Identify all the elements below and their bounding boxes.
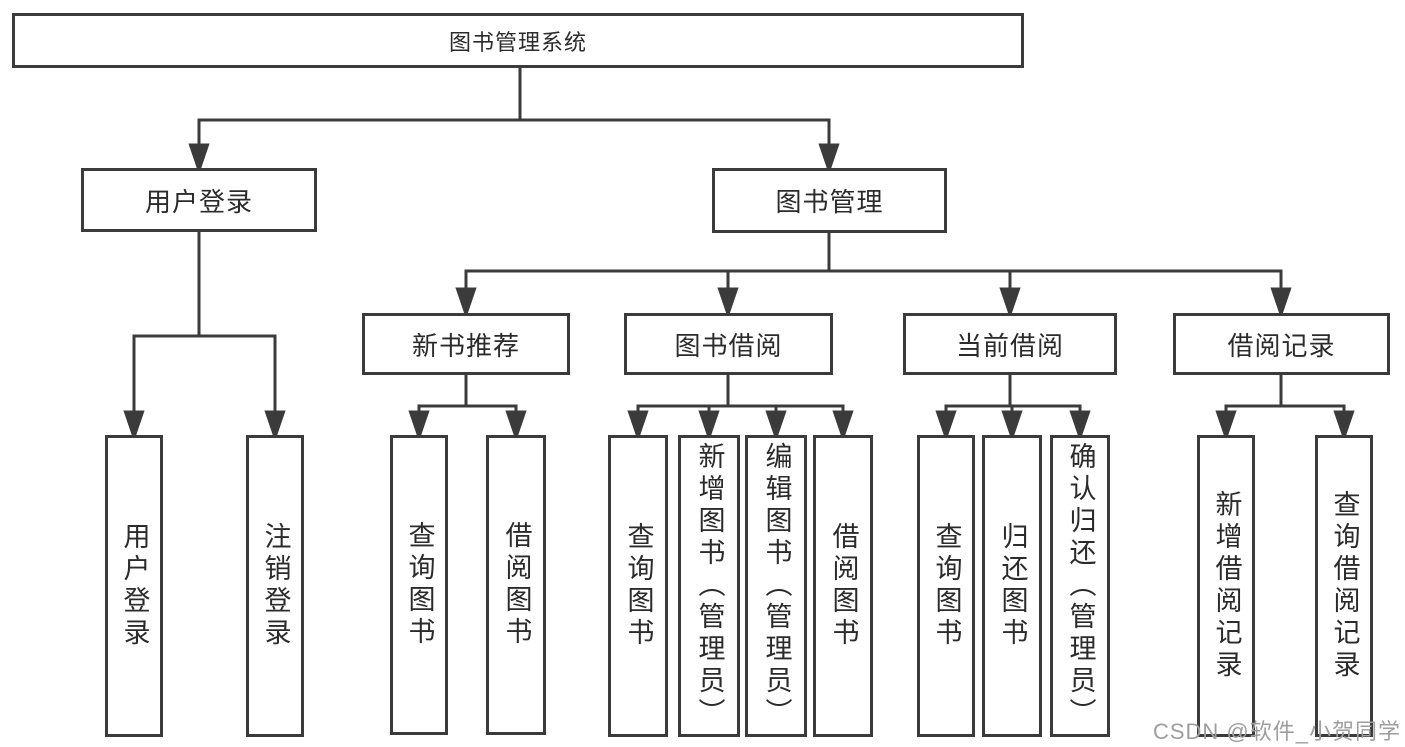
leaf-add-borrow-record: 新增借阅记录 bbox=[1197, 435, 1255, 737]
arrowhead-icon bbox=[455, 287, 477, 319]
arrowhead-icon bbox=[123, 410, 145, 442]
arrowhead-icon bbox=[505, 410, 527, 442]
arrowhead-icon bbox=[832, 410, 854, 442]
leaf-query-books-2: 查询图书 bbox=[608, 435, 668, 737]
node-library-management-system: 图书管理系统 bbox=[12, 13, 1024, 68]
arrowhead-icon bbox=[765, 410, 787, 442]
arrowhead-icon bbox=[999, 287, 1021, 319]
arrowhead-icon bbox=[188, 143, 210, 175]
node-book-borrowing: 图书借阅 bbox=[624, 313, 833, 375]
arrowhead-icon bbox=[698, 410, 720, 442]
connector-new-book-to-leaves bbox=[408, 373, 527, 442]
arrowhead-icon bbox=[408, 410, 430, 442]
connector-book-borrow-to-leaves bbox=[627, 373, 854, 442]
leaf-edit-books-admin: 编辑图书（管理员） bbox=[745, 435, 807, 737]
node-book-management: 图书管理 bbox=[712, 168, 947, 233]
node-borrowing-records: 借阅记录 bbox=[1173, 313, 1390, 375]
arrowhead-icon bbox=[935, 410, 957, 442]
arrowhead-icon bbox=[627, 410, 649, 442]
leaf-confirm-return-admin: 确认归还（管理员） bbox=[1050, 435, 1110, 737]
arrowhead-icon bbox=[1270, 287, 1292, 319]
leaf-user-login: 用户登录 bbox=[105, 435, 163, 737]
arrowhead-icon bbox=[1001, 410, 1023, 442]
arrowhead-icon bbox=[818, 143, 840, 175]
node-user-login: 用户登录 bbox=[81, 168, 317, 232]
leaf-add-books-admin: 新增图书（管理员） bbox=[678, 435, 740, 737]
arrowhead-icon bbox=[1215, 410, 1237, 442]
connector-book-mgmt-to-level3 bbox=[455, 231, 1292, 319]
leaf-borrow-books-2: 借阅图书 bbox=[813, 435, 873, 737]
leaf-query-books-3: 查询图书 bbox=[917, 435, 975, 737]
node-new-book-recommend: 新书推荐 bbox=[362, 313, 570, 375]
connector-user-login-to-leaves bbox=[123, 230, 286, 442]
leaf-borrow-books-1: 借阅图书 bbox=[486, 435, 546, 735]
leaf-logout: 注销登录 bbox=[246, 435, 304, 737]
leaf-query-books-1: 查询图书 bbox=[390, 435, 448, 735]
leaf-query-borrow-record: 查询借阅记录 bbox=[1315, 435, 1373, 737]
arrowhead-icon bbox=[717, 287, 739, 319]
arrowhead-icon bbox=[264, 410, 286, 442]
leaf-return-books: 归还图书 bbox=[982, 435, 1042, 737]
connector-root-to-level2 bbox=[188, 66, 840, 175]
arrowhead-icon bbox=[1333, 410, 1355, 442]
watermark: CSDN @软件_小贺同学 bbox=[1152, 719, 1401, 744]
connector-borrow-records-to-leaves bbox=[1215, 373, 1355, 442]
node-current-borrowing: 当前借阅 bbox=[903, 313, 1117, 375]
arrowhead-icon bbox=[1069, 410, 1091, 442]
connector-current-borrow-to-leaves bbox=[935, 373, 1091, 442]
